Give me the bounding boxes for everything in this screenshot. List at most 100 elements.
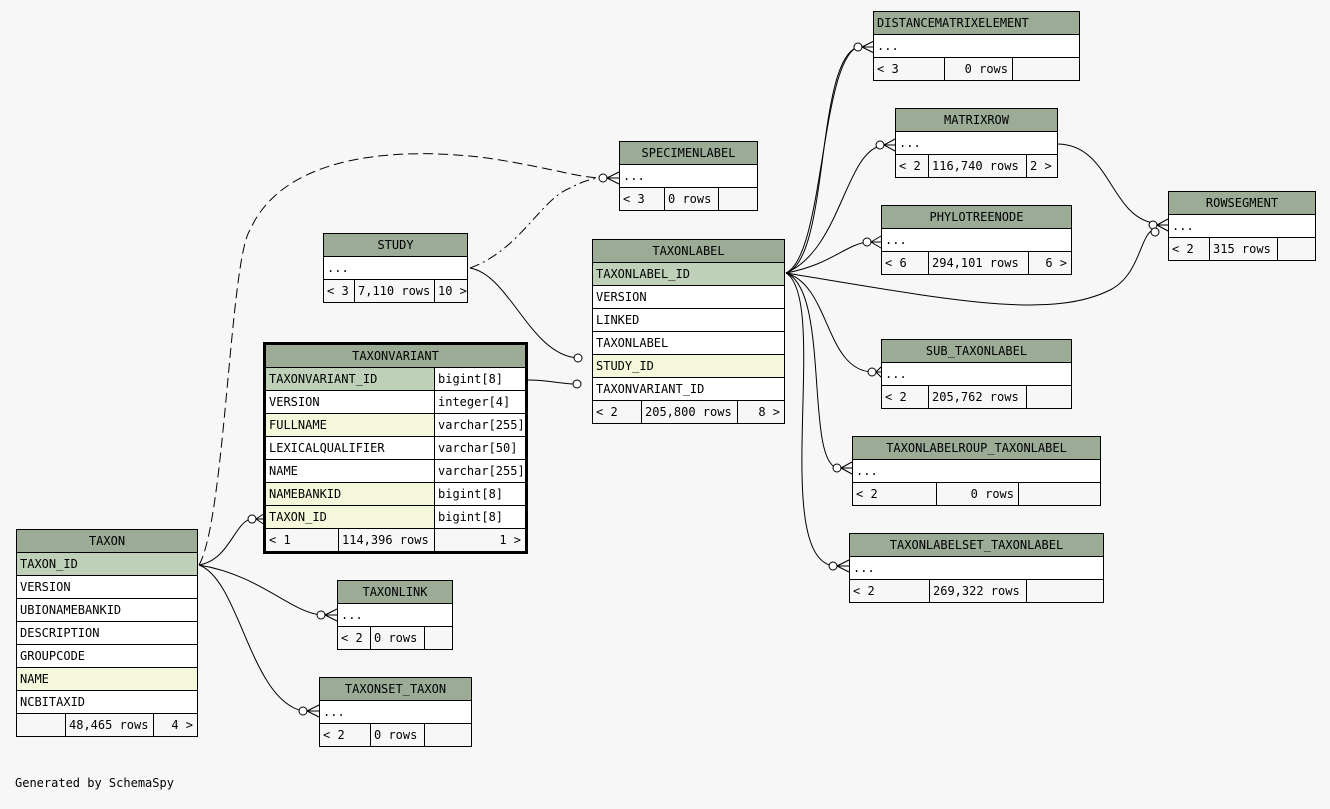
parent-count[interactable]: < 2: [1172, 242, 1194, 256]
parent-count[interactable]: < 2: [596, 405, 618, 419]
columns-ellipsis: ...: [885, 367, 907, 381]
column-groupcode[interactable]: GROUPCODE: [20, 649, 86, 663]
table-footer: < 2 116,740 rows 2 >: [896, 155, 1057, 177]
child-count[interactable]: [424, 724, 471, 746]
row-count: 0 rows: [664, 188, 718, 210]
columns-ellipsis: ...: [877, 39, 899, 53]
table-taxonlabelset-taxonlabel[interactable]: TAXONLABELSET_TAXONLABEL ... < 2 269,322…: [849, 533, 1104, 603]
row-count: 315 rows: [1209, 238, 1277, 260]
parent-count[interactable]: < 2: [323, 728, 345, 742]
table-title[interactable]: TAXONLINK: [338, 581, 452, 604]
column-version[interactable]: VERSION: [269, 395, 320, 409]
table-taxonlabelroup-taxonlabel[interactable]: TAXONLABELROUP_TAXONLABEL ... < 2 0 rows: [852, 436, 1101, 506]
column-taxon-id[interactable]: TAXON_ID: [269, 510, 327, 524]
table-title[interactable]: TAXONVARIANT: [266, 345, 525, 368]
child-count[interactable]: [1277, 238, 1315, 260]
column-study-id[interactable]: STUDY_ID: [596, 359, 654, 373]
child-count[interactable]: [1012, 58, 1079, 80]
table-title[interactable]: STUDY: [324, 234, 467, 257]
edge-taxonlabel-taxonlabelroup: [785, 272, 838, 469]
column-name[interactable]: NAME: [269, 464, 298, 478]
table-title[interactable]: PHYLOTREENODE: [882, 206, 1071, 229]
table-footer: 48,465 rows 4 >: [17, 714, 197, 736]
parent-count[interactable]: < 3: [327, 284, 349, 298]
column-version[interactable]: VERSION: [596, 290, 647, 304]
table-specimenlabel[interactable]: SPECIMENLABEL ... < 3 0 rows: [619, 141, 758, 211]
parent-count[interactable]: < 3: [623, 192, 645, 206]
table-footer: < 2 205,762 rows: [882, 386, 1071, 408]
table-title[interactable]: TAXON: [17, 530, 197, 553]
row-count: 114,396 rows: [338, 529, 434, 551]
parent-count[interactable]: < 1: [269, 533, 291, 547]
table-title[interactable]: DISTANCEMATRIXELEMENT: [874, 12, 1079, 35]
parent-count[interactable]: < 2: [899, 159, 921, 173]
column-type: varchar[255]: [434, 460, 525, 482]
column-fullname[interactable]: FULLNAME: [269, 418, 327, 432]
parent-count[interactable]: < 2: [856, 487, 878, 501]
parent-count[interactable]: < 6: [885, 256, 907, 270]
table-taxon[interactable]: TAXON TAXON_ID VERSION UBIONAMEBANKID DE…: [16, 529, 198, 737]
child-count[interactable]: 8 >: [737, 401, 784, 423]
child-count[interactable]: 10 >: [434, 280, 467, 302]
generated-by-note: Generated by SchemaSpy: [15, 776, 174, 790]
column-ncbitaxid[interactable]: NCBITAXID: [20, 695, 86, 709]
column-description[interactable]: DESCRIPTION: [20, 626, 100, 640]
table-footer: < 2 269,322 rows: [850, 580, 1103, 602]
column-taxon-id[interactable]: TAXON_ID: [20, 557, 78, 571]
table-title[interactable]: TAXONLABEL: [593, 240, 784, 263]
child-count[interactable]: 6 >: [1028, 252, 1071, 274]
parent-count[interactable]: < 2: [341, 631, 363, 645]
column-type: bigint[8]: [434, 368, 525, 390]
table-title[interactable]: SUB_TAXONLABEL: [882, 340, 1071, 363]
table-taxonvariant[interactable]: TAXONVARIANT TAXONVARIANT_ID bigint[8] VE…: [263, 342, 528, 554]
table-title[interactable]: TAXONLABELSET_TAXONLABEL: [850, 534, 1103, 557]
table-sub-taxonlabel[interactable]: SUB_TAXONLABEL ... < 2 205,762 rows: [881, 339, 1072, 409]
row-count: 48,465 rows: [65, 714, 153, 736]
columns-ellipsis: ...: [341, 608, 363, 622]
column-name[interactable]: NAME: [20, 672, 49, 686]
column-linked[interactable]: LINKED: [596, 313, 640, 327]
table-matrixrow[interactable]: MATRIXROW ... < 2 116,740 rows 2 >: [895, 108, 1058, 178]
table-title[interactable]: MATRIXROW: [896, 109, 1057, 132]
column-ubionamebankid[interactable]: UBIONAMEBANKID: [20, 603, 122, 617]
table-title[interactable]: TAXONLABELROUP_TAXONLABEL: [853, 437, 1100, 460]
column-lexicalqualifier[interactable]: LEXICALQUALIFIER: [269, 441, 385, 455]
table-footer: < 6 294,101 rows 6 >: [882, 252, 1071, 274]
table-taxonset-taxon[interactable]: TAXONSET_TAXON ... < 2 0 rows: [319, 677, 472, 747]
parent-count[interactable]: < 3: [877, 62, 899, 76]
child-count[interactable]: [1026, 580, 1103, 602]
child-count[interactable]: 1 >: [434, 529, 525, 551]
table-footer: < 2 315 rows: [1169, 238, 1315, 260]
parent-count[interactable]: < 2: [885, 390, 907, 404]
table-phylotreenode[interactable]: PHYLOTREENODE ... < 6 294,101 rows 6 >: [881, 205, 1072, 275]
edge-taxon-taxonset: [198, 564, 304, 712]
parent-count[interactable]: [17, 714, 65, 736]
table-title[interactable]: TAXONSET_TAXON: [320, 678, 471, 701]
table-title[interactable]: ROWSEGMENT: [1169, 192, 1315, 215]
table-title[interactable]: SPECIMENLABEL: [620, 142, 757, 165]
column-taxonlabel[interactable]: TAXONLABEL: [596, 336, 669, 350]
column-type: bigint[8]: [434, 506, 525, 528]
table-study[interactable]: STUDY ... < 3 7,110 rows 10 >: [323, 233, 468, 303]
table-distancematrixelement[interactable]: DISTANCEMATRIXELEMENT ... < 3 0 rows: [873, 11, 1080, 81]
table-footer: < 3 7,110 rows 10 >: [324, 280, 467, 302]
child-count[interactable]: 2 >: [1026, 155, 1057, 177]
child-count[interactable]: [1026, 386, 1071, 408]
child-count[interactable]: [718, 188, 757, 210]
child-count[interactable]: [424, 627, 452, 649]
child-count[interactable]: [1018, 483, 1100, 505]
child-count[interactable]: 4 >: [153, 714, 197, 736]
table-taxonlabel[interactable]: TAXONLABEL TAXONLABEL_ID VERSION LINKED …: [592, 239, 785, 424]
table-footer: < 3 0 rows: [874, 58, 1079, 80]
parent-count[interactable]: < 2: [853, 584, 875, 598]
column-taxonlabel-id[interactable]: TAXONLABEL_ID: [596, 267, 690, 281]
column-taxonvariant-id[interactable]: TAXONVARIANT_ID: [269, 372, 378, 386]
row-count: 0 rows: [370, 627, 424, 649]
column-namebankid[interactable]: NAMEBANKID: [269, 487, 342, 501]
table-taxonlink[interactable]: TAXONLINK ... < 2 0 rows: [337, 580, 453, 650]
edge-taxonlabel-rowsegment: [785, 229, 1154, 306]
column-taxonvariant-id[interactable]: TAXONVARIANT_ID: [596, 382, 705, 396]
column-version[interactable]: VERSION: [20, 580, 71, 594]
columns-ellipsis: ...: [327, 261, 349, 275]
table-rowsegment[interactable]: ROWSEGMENT ... < 2 315 rows: [1168, 191, 1316, 261]
